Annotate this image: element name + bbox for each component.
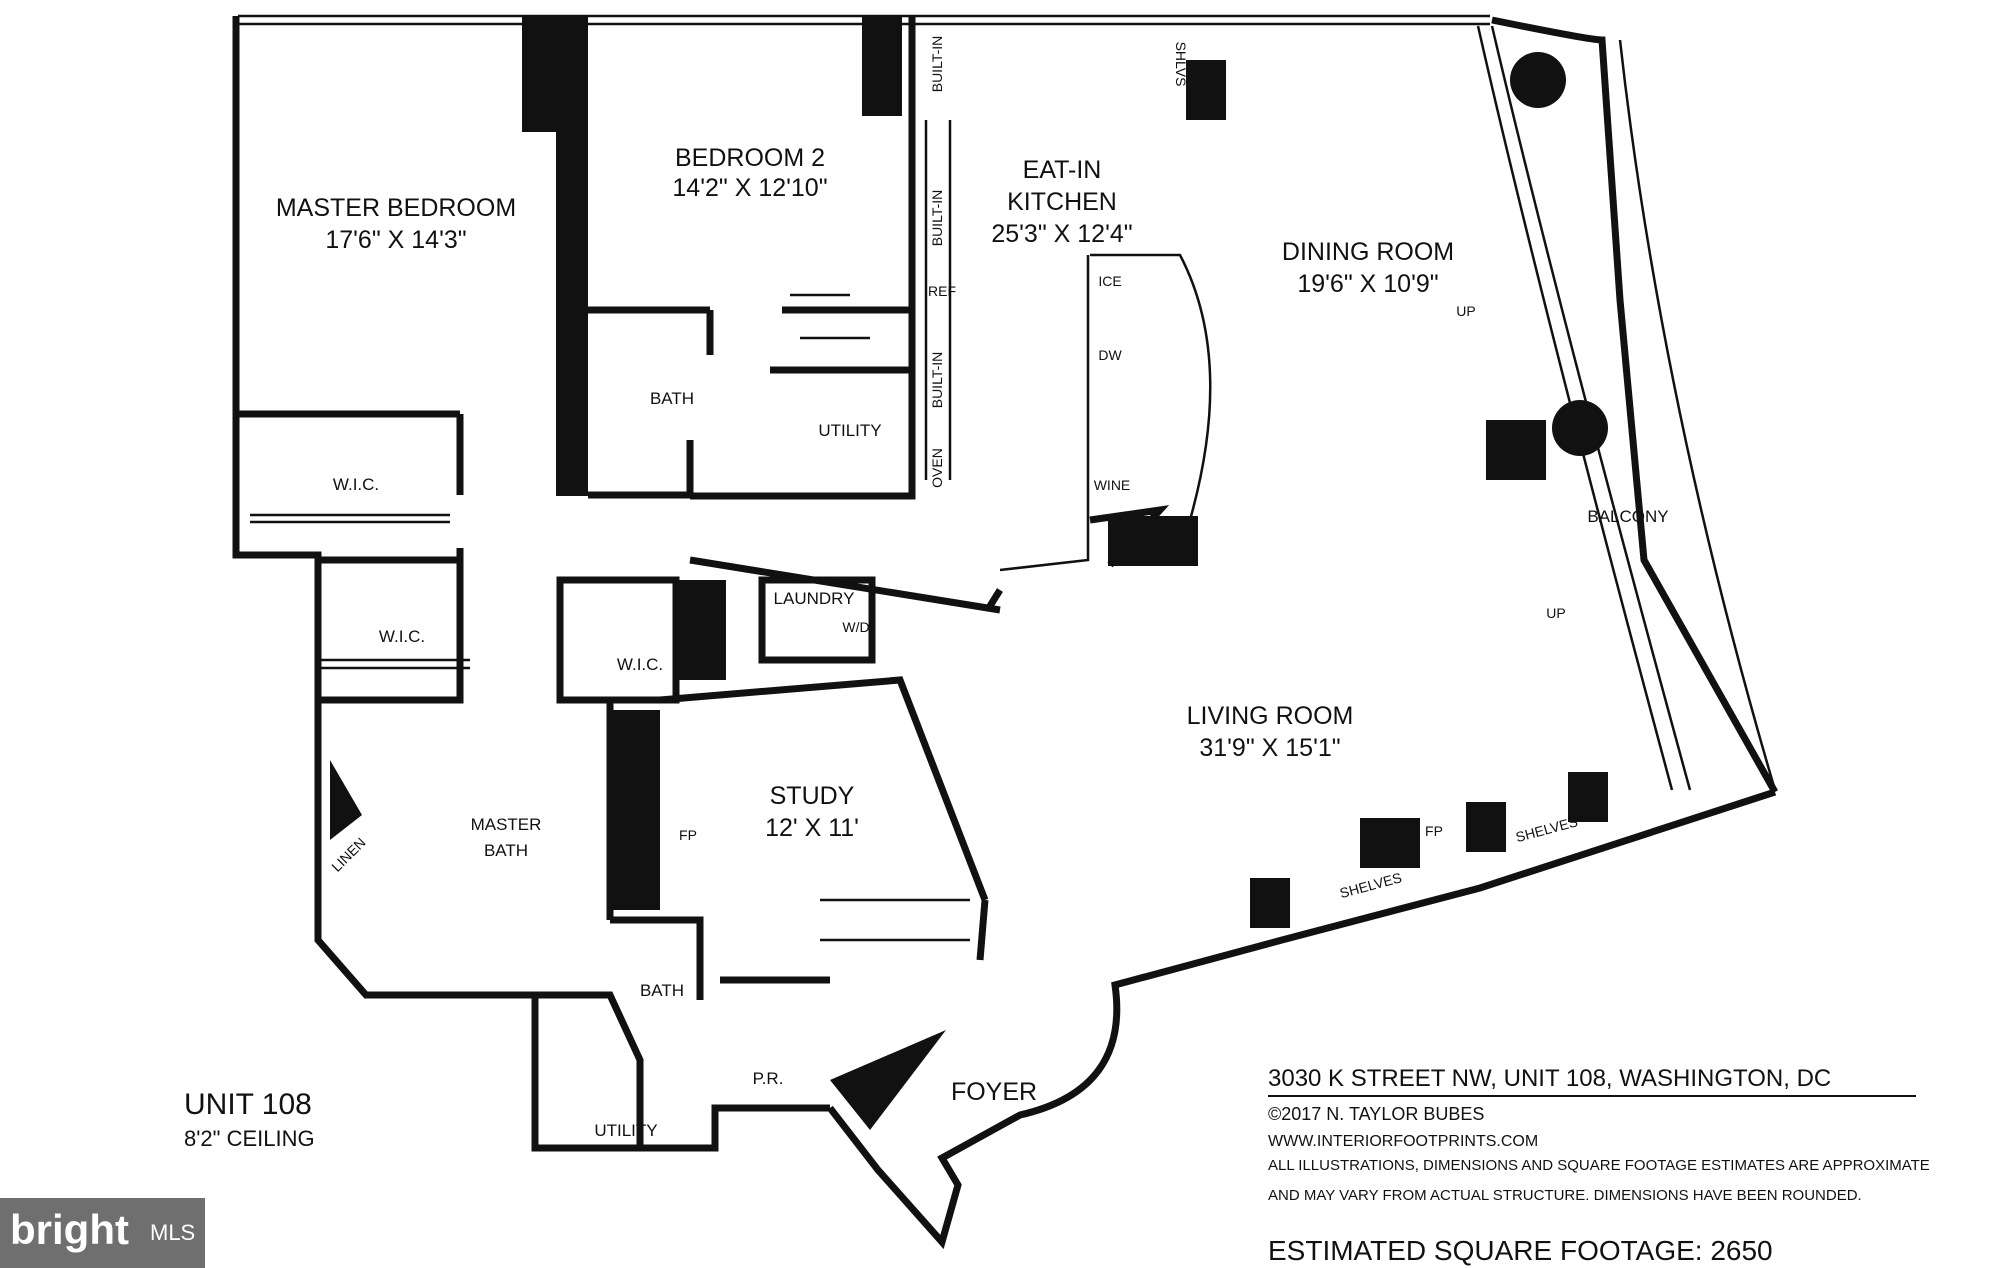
wic-label-3: W.I.C. xyxy=(617,655,663,674)
bedroom2-dims: 14'2" X 12'10" xyxy=(672,174,827,202)
disclaimer-line2: AND MAY VARY FROM ACTUAL STRUCTURE. DIME… xyxy=(1268,1187,1862,1204)
fixture-labels: BATH BATH UTILITY UTILITY W.I.C. W.I.C. … xyxy=(328,36,1579,1140)
logo-brand: bright xyxy=(10,1206,129,1253)
built-in-label-2: BUILT-IN xyxy=(929,190,945,247)
room-labels: MASTER BEDROOM 17'6" X 14'3" BEDROOM 2 1… xyxy=(276,144,1669,1106)
unit-title: UNIT 108 xyxy=(184,1088,312,1121)
structural-columns xyxy=(330,16,1608,1130)
utility-label: UTILITY xyxy=(818,421,881,440)
master-bath-label-line2: BATH xyxy=(484,841,528,860)
address-text: 3030 K STREET NW, UNIT 108, WASHINGTON, … xyxy=(1268,1065,1831,1092)
built-in-label-1: BUILT-IN xyxy=(929,36,945,93)
dining-room-label: DINING ROOM xyxy=(1282,238,1454,266)
wd-label: W/D xyxy=(842,619,869,635)
shlvs-label: SHLVS xyxy=(1173,42,1189,87)
shelves-label-1: SHELVES xyxy=(1338,869,1404,901)
website-text: WWW.INTERIORFOOTPRINTS.COM xyxy=(1268,1133,1538,1150)
up-label-2: UP xyxy=(1546,605,1565,621)
bedroom2-label: BEDROOM 2 xyxy=(675,144,825,172)
shelves-label-2: SHELVES xyxy=(1514,813,1580,845)
powder-room-label: P.R. xyxy=(753,1069,784,1088)
living-room-dims: 31'9" X 15'1" xyxy=(1199,734,1340,762)
mls-logo: bright MLS xyxy=(0,1198,205,1268)
bath-label: BATH xyxy=(650,389,694,408)
foyer-label: FOYER xyxy=(951,1078,1037,1106)
dishwasher-label: DW xyxy=(1098,347,1122,363)
wic-label-2: W.I.C. xyxy=(379,627,425,646)
linen-label: LINEN xyxy=(328,834,368,874)
laundry-label: LAUNDRY xyxy=(774,589,855,608)
study-dims: 12' X 11' xyxy=(765,814,859,842)
balcony-label: BALCONY xyxy=(1587,507,1668,526)
ice-label: ICE xyxy=(1098,273,1121,289)
master-bath-label-line1: MASTER xyxy=(471,815,542,834)
utility2-label: UTILITY xyxy=(594,1121,657,1140)
living-room-label: LIVING ROOM xyxy=(1187,702,1354,730)
master-bedroom-dims: 17'6" X 14'3" xyxy=(325,226,466,254)
closet-shelves xyxy=(250,293,970,942)
master-bedroom-label: MASTER BEDROOM xyxy=(276,194,516,222)
living-fireplace-label: FP xyxy=(1425,823,1443,839)
up-label-1: UP xyxy=(1456,303,1475,319)
kitchen-label-line2: KITCHEN xyxy=(1007,188,1117,216)
bath2-label: BATH xyxy=(640,981,684,1000)
copyright-text: ©2017 N. TAYLOR BUBES xyxy=(1268,1104,1484,1124)
unit-ceiling: 8'2" CEILING xyxy=(184,1126,315,1151)
kitchen-label-line1: EAT-IN xyxy=(1023,156,1102,184)
logo-suffix: MLS xyxy=(150,1220,196,1245)
interior-walls xyxy=(236,16,1212,1148)
wic-label-1: W.I.C. xyxy=(333,475,379,494)
oven-label: OVEN xyxy=(929,448,945,488)
built-in-label-3: BUILT-IN xyxy=(929,352,945,409)
kitchen-dims: 25'3" X 12'4" xyxy=(991,220,1132,248)
study-fireplace-label: FP xyxy=(679,827,697,843)
sqft-text: ESTIMATED SQUARE FOOTAGE: 2650 xyxy=(1268,1235,1773,1266)
wine-label: WINE xyxy=(1094,477,1131,493)
dining-room-dims: 19'6" X 10'9" xyxy=(1297,270,1438,298)
ref-label: REF xyxy=(928,283,956,299)
disclaimer-line1: ALL ILLUSTRATIONS, DIMENSIONS AND SQUARE… xyxy=(1268,1157,1930,1174)
study-label: STUDY xyxy=(770,782,855,810)
